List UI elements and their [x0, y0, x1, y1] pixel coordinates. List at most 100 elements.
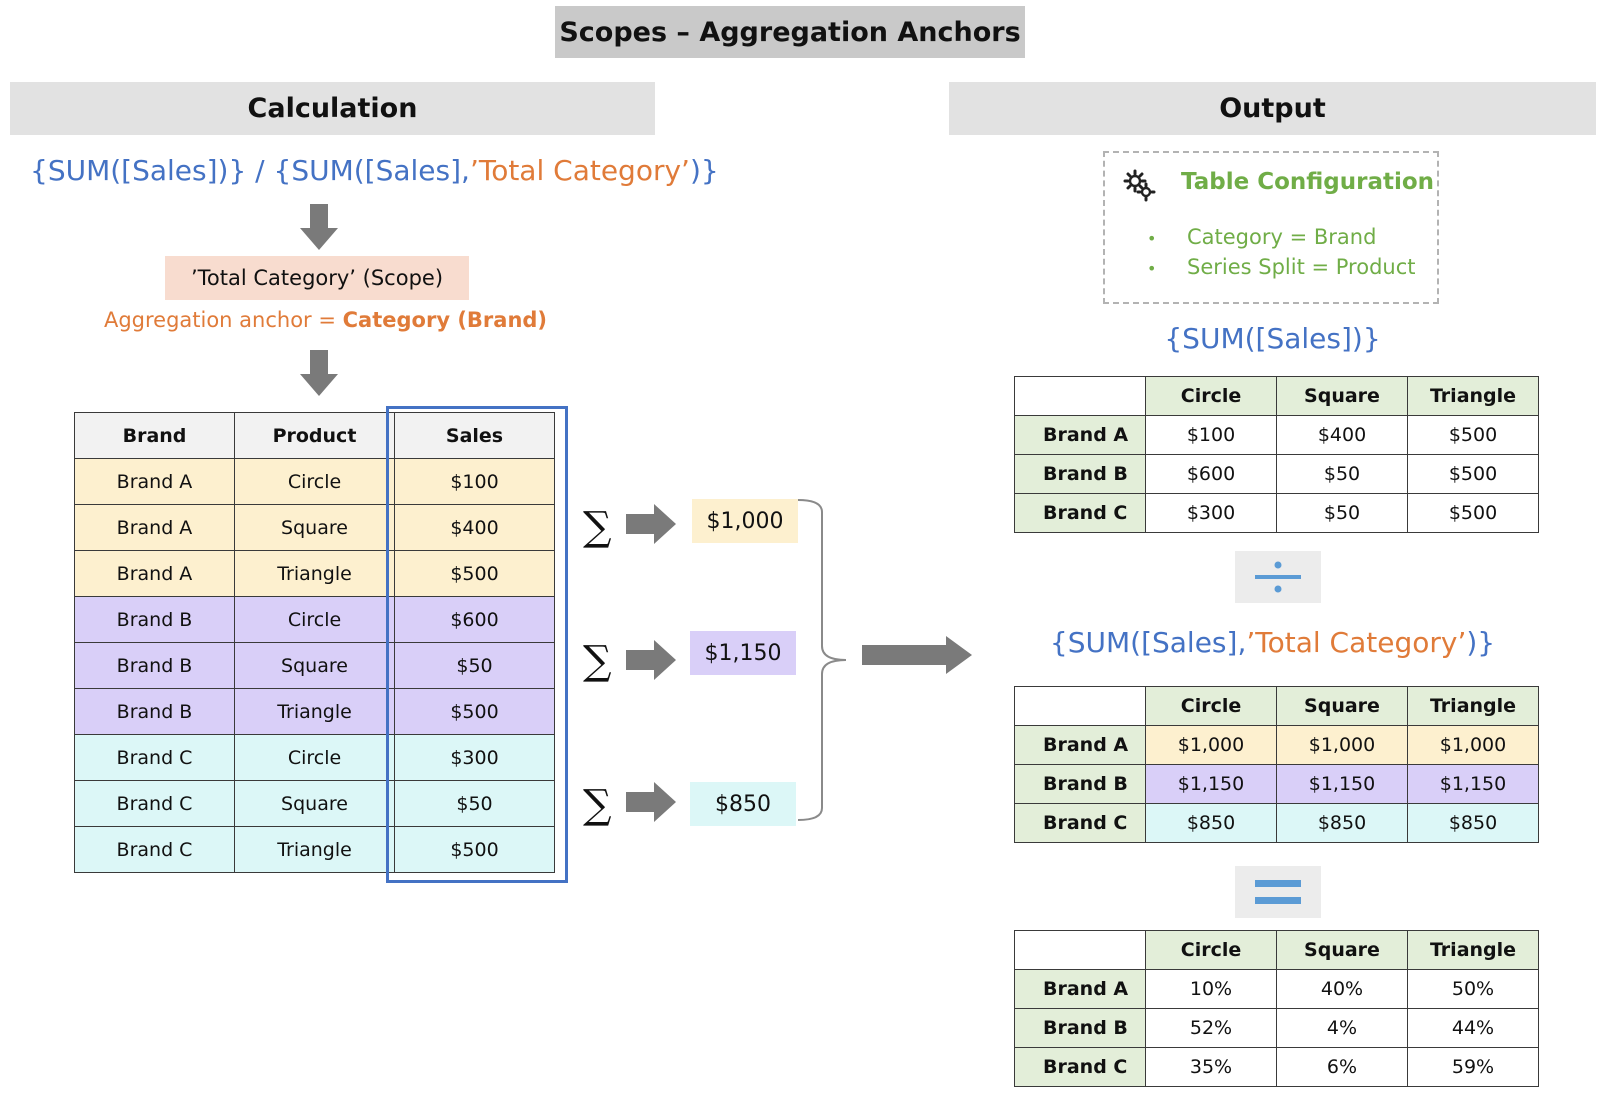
- bullet-icon: •: [1147, 259, 1157, 278]
- formula-part-2: ’Total Category’: [469, 154, 690, 187]
- table-row: Brand B$1,150$1,150$1,150: [1014, 764, 1539, 804]
- table-cell: 10%: [1145, 969, 1277, 1009]
- config-item: Category = Brand: [1187, 225, 1377, 249]
- table-row: Brand A$1,000$1,000$1,000: [1014, 725, 1539, 765]
- table-cell: $100: [394, 458, 555, 505]
- table-row: Brand C$850$850$850: [1014, 803, 1539, 843]
- table-cell: Circle: [234, 734, 395, 781]
- table-cell: $850: [1276, 803, 1408, 843]
- brace-icon: [797, 499, 847, 821]
- table-configuration-box: Table Configuration • Category = Brand •…: [1103, 151, 1439, 304]
- table-cell: Brand C: [74, 780, 235, 827]
- divide-icon: [1235, 551, 1321, 603]
- corner-cell: [1014, 930, 1146, 970]
- anchor-prefix: Aggregation anchor =: [103, 308, 343, 332]
- table-cell: 6%: [1276, 1047, 1408, 1087]
- table-cell: 50%: [1407, 969, 1539, 1009]
- calculation-header: Calculation: [10, 82, 655, 135]
- row-header: Brand B: [1014, 454, 1146, 494]
- sum-sales-table: Circle Square Triangle Brand A$100$400$5…: [1014, 376, 1539, 533]
- table-cell: Brand C: [74, 826, 235, 873]
- page-title: Scopes – Aggregation Anchors: [555, 6, 1025, 58]
- equals-icon: [1235, 866, 1321, 918]
- table-cell: $850: [1145, 803, 1277, 843]
- table-cell: $400: [394, 504, 555, 551]
- table-cell: $1,150: [1276, 764, 1408, 804]
- row-header: Brand C: [1014, 803, 1146, 843]
- row-header: Brand A: [1014, 969, 1146, 1009]
- table-cell: $50: [1276, 493, 1408, 533]
- table-cell: $1,150: [1407, 764, 1539, 804]
- output-table-header-row: Circle Square Triangle: [1014, 376, 1539, 416]
- column-header: Square: [1276, 930, 1408, 970]
- table-cell: 40%: [1276, 969, 1408, 1009]
- table-cell: $500: [1407, 493, 1539, 533]
- column-header: Circle: [1145, 686, 1277, 726]
- config-title: Table Configuration: [1181, 169, 1435, 195]
- sigma-icon: ∑: [583, 504, 612, 550]
- table-cell: $400: [1276, 415, 1408, 455]
- table-cell: $500: [1407, 415, 1539, 455]
- gears-icon: [1123, 169, 1156, 202]
- table-cell: Brand A: [74, 504, 235, 551]
- arrow-right-icon: [862, 636, 972, 674]
- anchor-value: Category (Brand): [342, 308, 548, 332]
- table-cell: 52%: [1145, 1008, 1277, 1048]
- table-cell: $300: [394, 734, 555, 781]
- table-cell: Square: [234, 642, 395, 689]
- output-header: Output: [949, 82, 1596, 135]
- column-header: Triangle: [1407, 376, 1539, 416]
- sigma-icon: ∑: [583, 638, 612, 684]
- table-cell: Triangle: [234, 826, 395, 873]
- column-header: Product: [234, 412, 395, 459]
- formula-part-1: {SUM([Sales],: [1049, 626, 1247, 659]
- divide-symbol: [1255, 561, 1301, 593]
- table-cell: 44%: [1407, 1008, 1539, 1048]
- output-table-header-row: Circle Square Triangle: [1014, 686, 1539, 726]
- table-cell: $500: [394, 826, 555, 873]
- aggregation-anchor-text: Aggregation anchor = Category (Brand): [0, 308, 651, 332]
- table-cell: 4%: [1276, 1008, 1408, 1048]
- table-cell: $1,000: [1145, 725, 1277, 765]
- table-cell: $300: [1145, 493, 1277, 533]
- table-cell: 59%: [1407, 1047, 1539, 1087]
- row-header: Brand A: [1014, 415, 1146, 455]
- column-header: Circle: [1145, 930, 1277, 970]
- table-cell: Brand B: [74, 596, 235, 643]
- row-header: Brand C: [1014, 493, 1146, 533]
- table-cell: Triangle: [234, 688, 395, 735]
- arrow-right-icon: [626, 640, 676, 680]
- row-header: Brand B: [1014, 1008, 1146, 1048]
- formula-part-2: ’Total Category’: [1246, 626, 1467, 659]
- table-cell: Brand A: [74, 550, 235, 597]
- table-cell: $100: [1145, 415, 1277, 455]
- row-header: Brand B: [1014, 764, 1146, 804]
- table-cell: $1,150: [1145, 764, 1277, 804]
- table-cell: $500: [1407, 454, 1539, 494]
- output-formula-1: {SUM([Sales])}: [1164, 322, 1381, 355]
- table-cell: Square: [234, 504, 395, 551]
- table-cell: $850: [1407, 803, 1539, 843]
- table-cell: $500: [394, 550, 555, 597]
- table-row: Brand C$300$50$500: [1014, 493, 1539, 533]
- arrow-right-icon: [626, 504, 676, 544]
- brand-b-total: $1,150: [690, 631, 796, 675]
- output-table-header-row: Circle Square Triangle: [1014, 930, 1539, 970]
- row-header: Brand A: [1014, 725, 1146, 765]
- brand-a-total: $1,000: [692, 499, 798, 543]
- table-cell: Triangle: [234, 550, 395, 597]
- column-header: Triangle: [1407, 686, 1539, 726]
- column-header: Square: [1276, 686, 1408, 726]
- table-cell: Brand C: [74, 734, 235, 781]
- table-cell: Brand B: [74, 688, 235, 735]
- corner-cell: [1014, 686, 1146, 726]
